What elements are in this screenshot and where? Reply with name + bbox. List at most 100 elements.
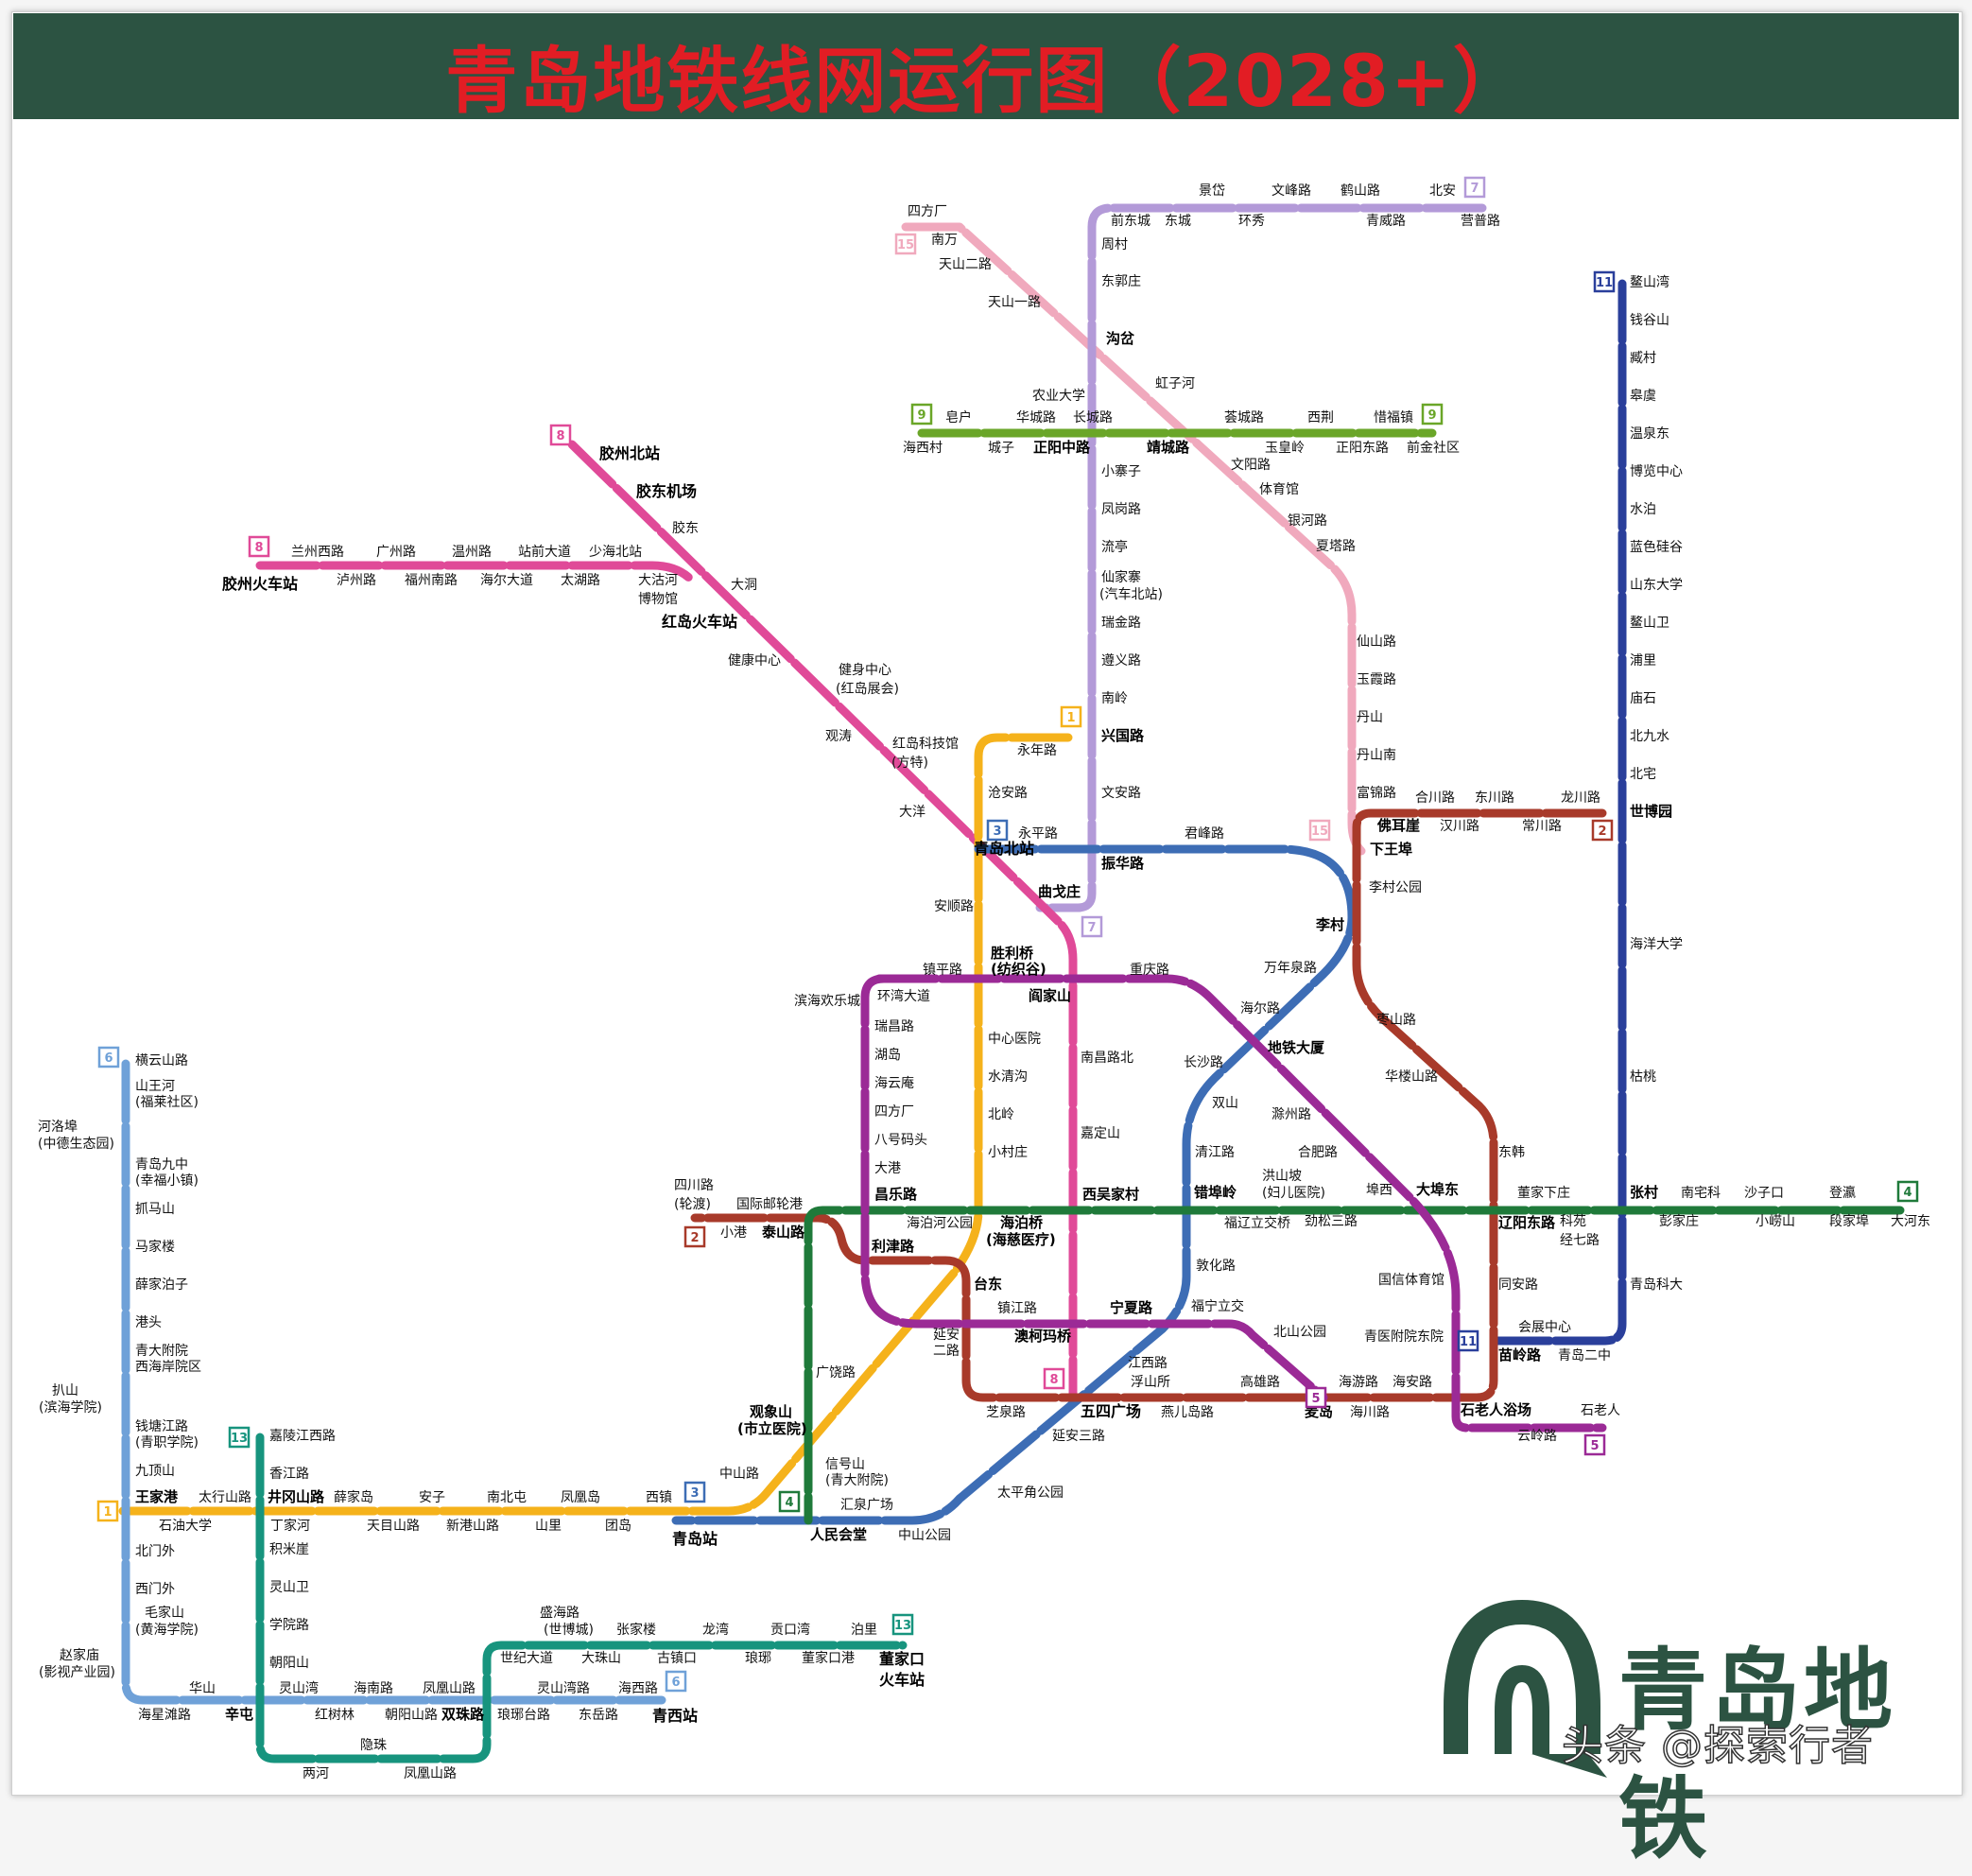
station-129[interactable]: 辽阳东路: [1498, 1214, 1556, 1231]
line-badge-7[interactable]: 7: [1463, 176, 1486, 199]
station-154[interactable]: 延安三路: [1052, 1429, 1105, 1444]
station-201[interactable]: 登瀛: [1829, 1185, 1856, 1201]
station-15[interactable]: 景岱: [1199, 183, 1225, 199]
station-222[interactable]: 团岛: [605, 1519, 631, 1534]
station-184[interactable]: 云岭路: [1517, 1429, 1557, 1444]
station-66[interactable]: 世博园: [1630, 803, 1672, 820]
station-144[interactable]: 双山: [1212, 1096, 1238, 1111]
station-219[interactable]: 天目山路: [367, 1519, 420, 1534]
station-136[interactable]: 小港: [720, 1225, 747, 1241]
station-244[interactable]: (黄海学院): [135, 1622, 199, 1638]
station-252[interactable]: 双珠路: [441, 1706, 485, 1723]
station-242[interactable]: 西门外: [135, 1582, 175, 1597]
station-268[interactable]: 张家楼: [616, 1622, 656, 1638]
station-171[interactable]: 南昌路北: [1081, 1051, 1133, 1066]
station-43[interactable]: 西荆: [1307, 410, 1334, 426]
station-188[interactable]: 大埠东: [1416, 1181, 1459, 1198]
station-263[interactable]: 古镇口: [657, 1651, 697, 1666]
station-143[interactable]: 长沙路: [1184, 1055, 1223, 1070]
station-169[interactable]: 大港: [874, 1161, 901, 1176]
station-211[interactable]: 井冈山路: [268, 1488, 325, 1505]
station-205[interactable]: 青医附院东院: [1364, 1329, 1444, 1345]
station-27[interactable]: 小寨子: [1101, 463, 1141, 479]
station-174[interactable]: 镇江路: [997, 1301, 1037, 1316]
station-1[interactable]: 南万: [931, 233, 958, 248]
station-246[interactable]: (影视产业园): [39, 1665, 115, 1680]
station-76[interactable]: 大沽河: [638, 573, 678, 588]
line-5-path[interactable]: [874, 974, 1607, 1433]
station-282[interactable]: 凤凰山路: [404, 1766, 457, 1781]
station-207[interactable]: 信号山: [825, 1457, 865, 1472]
station-54[interactable]: 臧村: [1630, 350, 1656, 366]
station-39[interactable]: 皂户: [945, 409, 972, 426]
station-194[interactable]: 科苑: [1560, 1214, 1586, 1229]
station-33[interactable]: 遵义路: [1101, 652, 1141, 669]
line-badge-11[interactable]: 11: [1457, 1329, 1479, 1352]
line-badge-13[interactable]: 13: [228, 1426, 251, 1449]
station-206[interactable]: 广饶路: [816, 1365, 856, 1381]
station-141[interactable]: 海尔路: [1240, 1001, 1280, 1016]
station-128[interactable]: 东韩: [1498, 1145, 1525, 1160]
station-236[interactable]: 扒山: [52, 1383, 78, 1398]
station-271[interactable]: 泊里: [851, 1623, 877, 1638]
station-164[interactable]: 瑞昌路: [874, 1019, 914, 1034]
station-115[interactable]: 观象山: [750, 1403, 792, 1420]
station-204[interactable]: 国信体育馆: [1378, 1273, 1444, 1288]
station-233[interactable]: 港头: [135, 1315, 162, 1330]
station-23[interactable]: 营普路: [1461, 214, 1500, 229]
station-267[interactable]: (世博城): [544, 1622, 594, 1638]
station-147[interactable]: 福辽立交桥: [1224, 1215, 1290, 1231]
station-82[interactable]: 观涛: [825, 729, 852, 744]
station-95[interactable]: 海尔大道: [480, 573, 533, 588]
station-47[interactable]: 正阳中路: [1033, 439, 1091, 456]
station-131[interactable]: 苗岭路: [1498, 1346, 1542, 1364]
station-48[interactable]: 靖城路: [1147, 439, 1190, 456]
station-213[interactable]: 安子: [419, 1490, 445, 1505]
station-121[interactable]: 汉川路: [1440, 819, 1479, 834]
station-71[interactable]: 青岛二中: [1558, 1348, 1611, 1364]
station-113[interactable]: 中山路: [719, 1467, 759, 1482]
station-24[interactable]: 周村: [1101, 237, 1128, 252]
station-248[interactable]: 海星滩路: [138, 1708, 191, 1723]
station-272[interactable]: 董家口: [879, 1650, 925, 1668]
line-3-path[interactable]: [671, 844, 1357, 1525]
station-172[interactable]: 嘉定山: [1081, 1126, 1120, 1141]
station-163[interactable]: 环湾大道: [877, 988, 930, 1004]
station-225[interactable]: (福莱社区): [135, 1095, 199, 1110]
station-52[interactable]: 鳌山湾: [1630, 274, 1669, 290]
station-90[interactable]: 站前大道: [518, 544, 571, 560]
station-107[interactable]: 小村庄: [988, 1144, 1028, 1160]
station-218[interactable]: 丁家河: [270, 1518, 310, 1534]
station-87[interactable]: 兰州西路: [291, 545, 344, 560]
station-253[interactable]: 琅琊台路: [497, 1708, 550, 1723]
station-155[interactable]: 太平角公园: [997, 1485, 1064, 1501]
station-266[interactable]: 盛海路: [540, 1606, 579, 1621]
line-badge-6[interactable]: 6: [97, 1046, 120, 1068]
station-99[interactable]: 永平路: [1018, 826, 1058, 842]
station-251[interactable]: 朝阳山路: [385, 1708, 438, 1723]
station-120[interactable]: 佛耳崖: [1376, 817, 1420, 834]
station-157[interactable]: 中山公园: [898, 1528, 951, 1543]
station-187[interactable]: 合肥路: [1298, 1145, 1338, 1160]
station-275[interactable]: 香江路: [269, 1467, 309, 1482]
line-11-path[interactable]: [1489, 279, 1627, 1346]
station-199[interactable]: 沙子口: [1744, 1186, 1784, 1201]
station-255[interactable]: 青西站: [652, 1707, 698, 1725]
station-241[interactable]: 北门外: [135, 1544, 175, 1559]
station-16[interactable]: 文峰路: [1271, 183, 1311, 199]
station-3[interactable]: 天山一路: [988, 295, 1041, 310]
station-249[interactable]: 辛屯: [225, 1706, 253, 1723]
station-261[interactable]: 世纪大道: [500, 1651, 553, 1666]
station-158[interactable]: 人民会堂: [810, 1526, 867, 1543]
station-258[interactable]: 凤凰山路: [423, 1681, 476, 1696]
station-234[interactable]: 青大附院: [135, 1344, 188, 1359]
station-65[interactable]: 北宅: [1630, 767, 1656, 782]
station-94[interactable]: 福州南路: [405, 573, 458, 588]
station-22[interactable]: 青威路: [1366, 214, 1406, 229]
station-38[interactable]: 曲戈庄: [1038, 883, 1081, 900]
station-217[interactable]: 石油大学: [159, 1519, 212, 1534]
station-262[interactable]: 大珠山: [581, 1651, 621, 1666]
station-142[interactable]: 地铁大厦: [1268, 1039, 1325, 1056]
station-191[interactable]: 劲松三路: [1305, 1214, 1358, 1229]
line-7-path[interactable]: [1035, 203, 1487, 912]
